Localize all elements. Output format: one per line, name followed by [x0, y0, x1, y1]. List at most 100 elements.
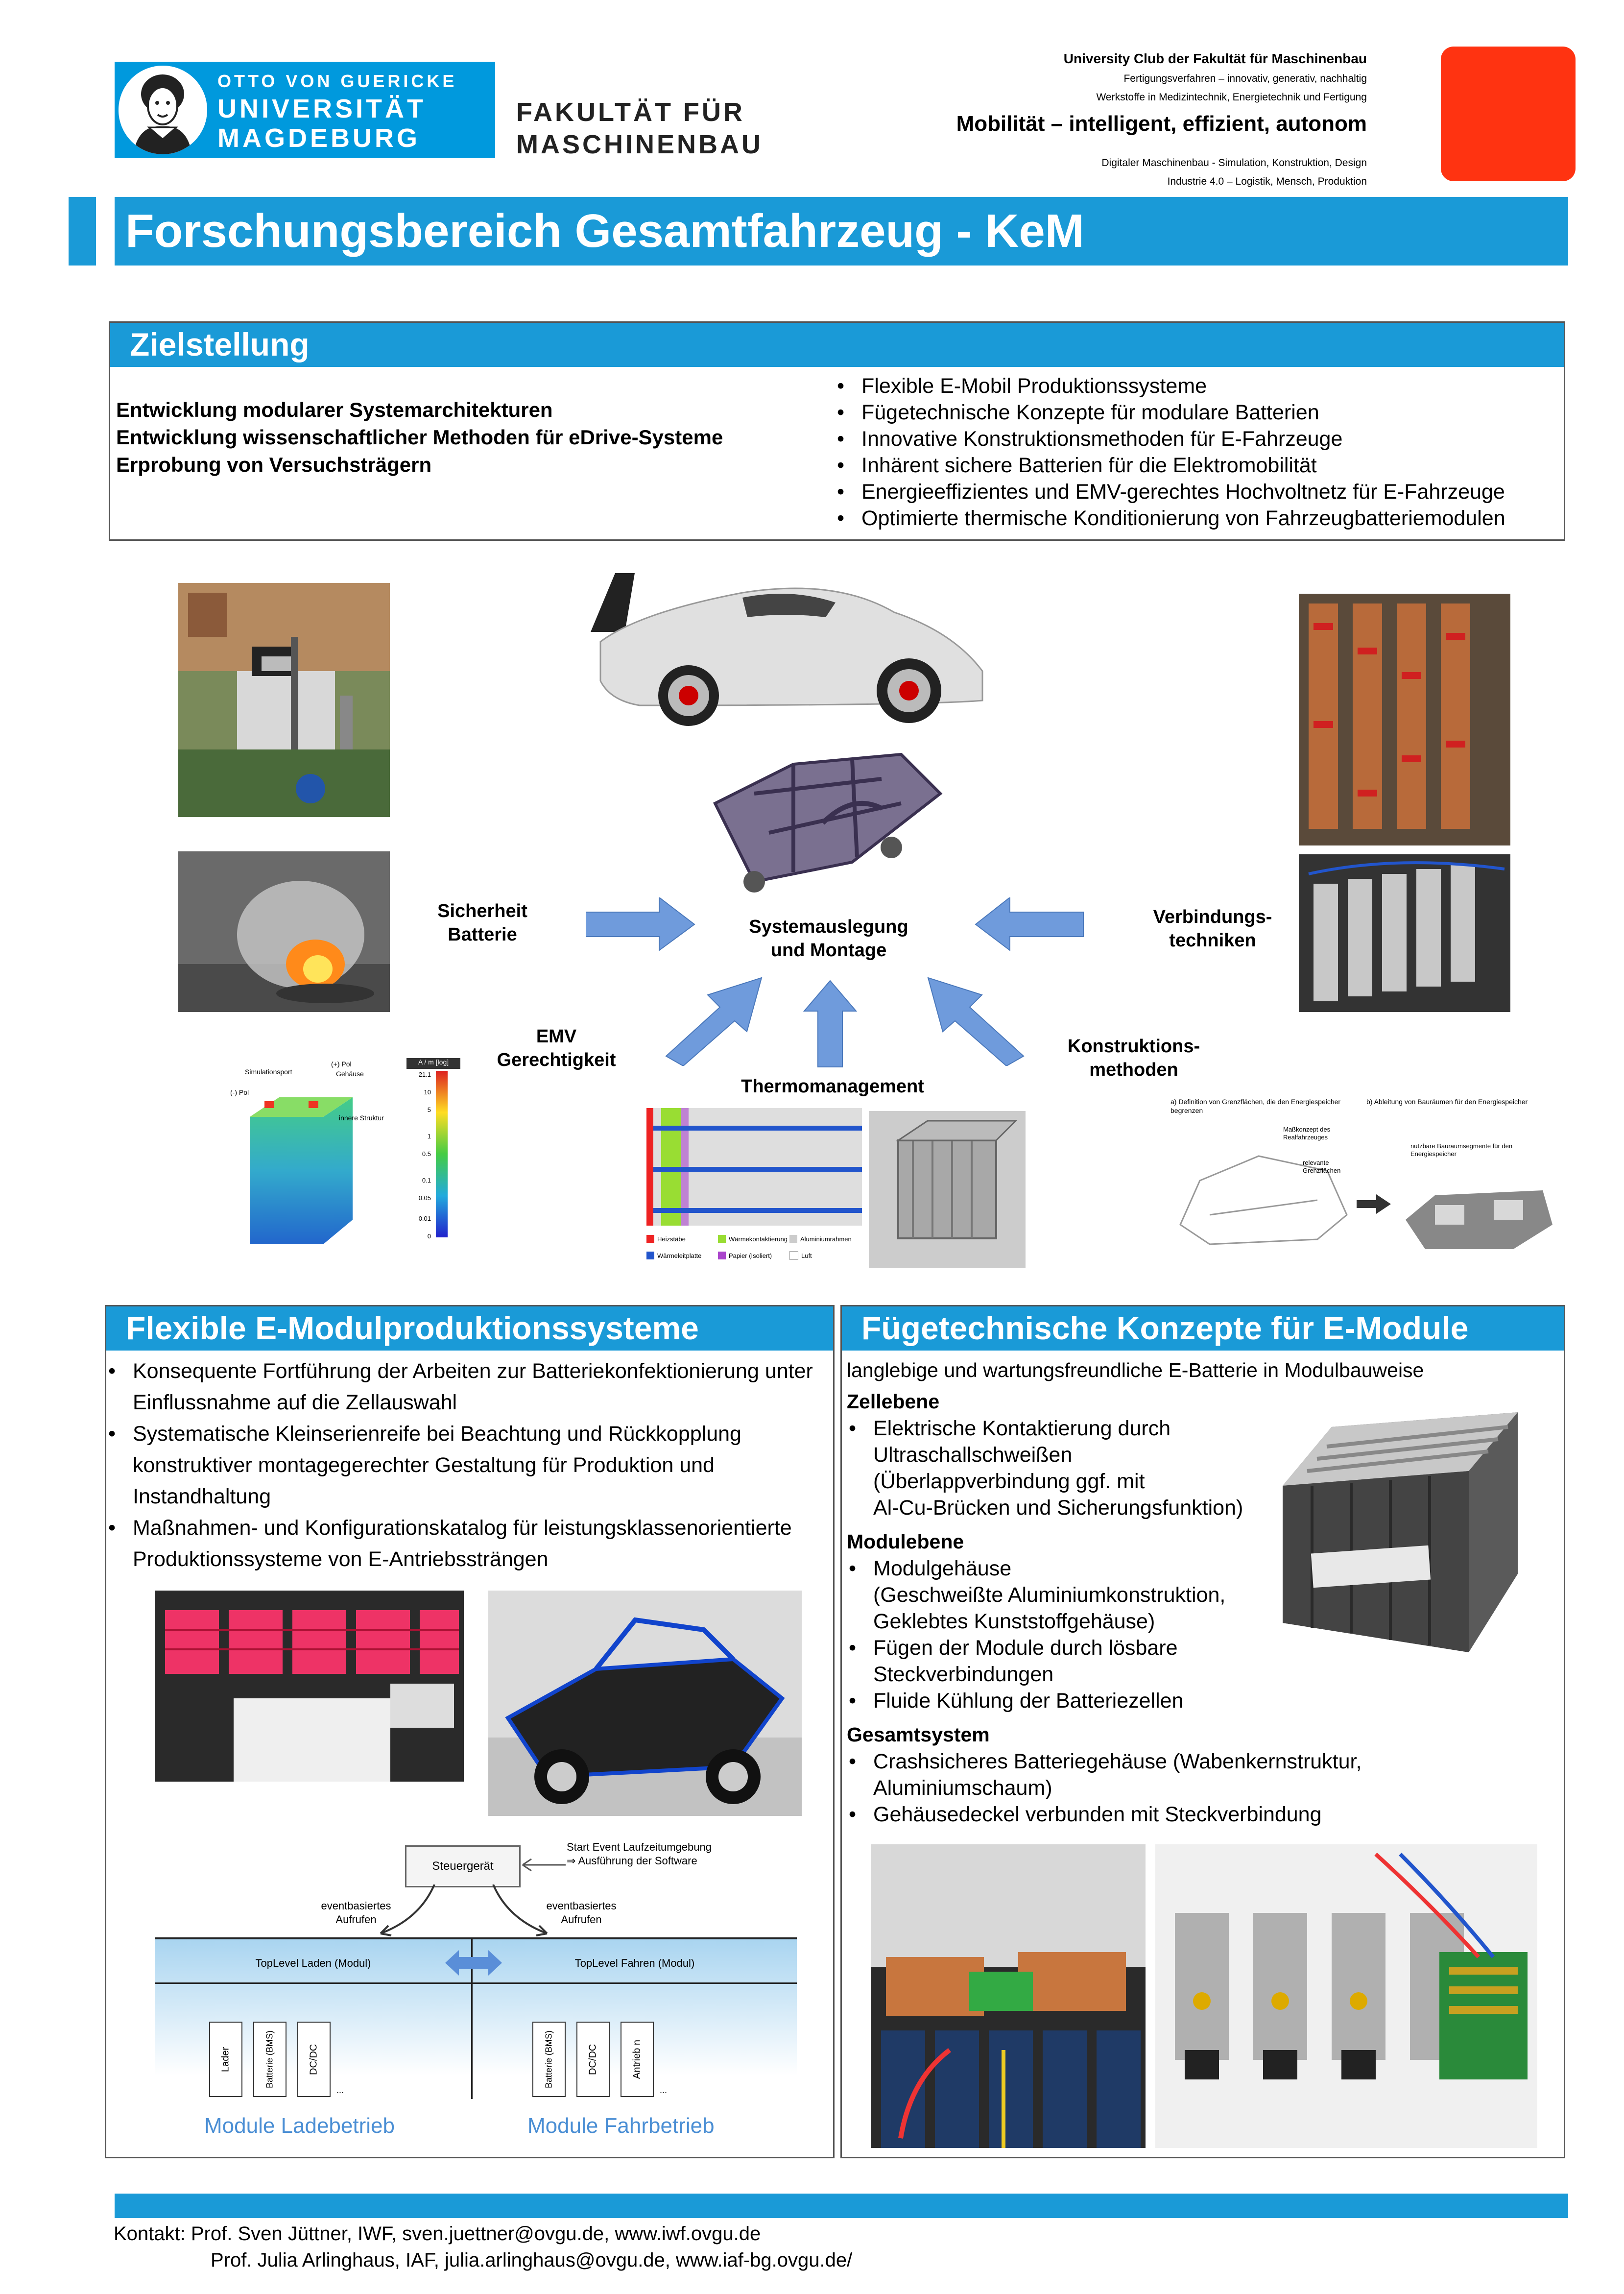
- label-sicherheit: Sicherheit Batterie: [437, 901, 527, 945]
- test-vehicle-photo: [488, 1591, 802, 1816]
- konstruktion-diagram: a) Definition von Grenzflächen, die den …: [1170, 1097, 1562, 1264]
- sim-label: Simulationsport: [245, 1068, 292, 1076]
- konstr-caption-b: b) Ableitung von Bauräumen für den Energ…: [1366, 1098, 1528, 1106]
- scale-tick: 0.05: [418, 1194, 431, 1202]
- legend-item: Papier (Isoliert): [718, 1247, 789, 1264]
- sports-car-photo: [581, 558, 1002, 730]
- fuege-groups: Zellebene Elektrische Kontaktierung durc…: [847, 1388, 1361, 1828]
- module-box: Batterie (BMS): [253, 2022, 287, 2097]
- divider: [471, 1937, 473, 2099]
- legend-item: Luft: [789, 1247, 861, 1264]
- contact-line-2: Prof. Julia Arlinghaus, IAF, julia.arlin…: [211, 2249, 853, 2271]
- scale-tick: 0.5: [422, 1150, 431, 1158]
- module-box: Batterie (BMS): [532, 2022, 566, 2097]
- module-box: DC/DC: [297, 2022, 331, 2097]
- fuege-heading: Fügetechnische Konzepte für E-Module: [842, 1306, 1564, 1351]
- arrow-up-icon: [803, 980, 857, 1067]
- ellipsis: ...: [660, 2085, 668, 2095]
- konstr-note: relevante Grenzflächen: [1303, 1159, 1341, 1174]
- divider: [155, 1982, 797, 1984]
- konstr-note: Maßkonzept des Realfahrzeuges: [1283, 1126, 1331, 1141]
- scale-tick: 10: [424, 1088, 431, 1096]
- fuege-intro: langlebige und wartungsfreundliche E-Bat…: [847, 1359, 1424, 1381]
- list-item: Inhärent sichere Batterien für die Elekt…: [835, 452, 1505, 479]
- thermo-legend: Heizstäbe Wärmekontaktierung Aluminiumra…: [646, 1231, 862, 1264]
- list-item: Fügetechnische Konzepte für modulare Bat…: [835, 399, 1505, 426]
- flexibel-bullets: Konsequente Fortführung der Arbeiten zur…: [106, 1355, 821, 1575]
- controller-box: Steuergerät: [405, 1845, 521, 1887]
- legend-item: Heizstäbe: [646, 1231, 718, 1247]
- logo-line-1: OTTO VON GUERICKE: [217, 71, 457, 91]
- goal-line: Erprobung von Versuchsträgern: [116, 453, 432, 476]
- red-square-badge: [1441, 47, 1576, 181]
- module-box: Lader: [209, 2022, 242, 2097]
- list-item: Fügen der Module durch lösbare Steckverb…: [847, 1635, 1278, 1688]
- scale-tick: 0: [427, 1232, 431, 1240]
- list-item: Systematische Kleinserienreife bei Beach…: [106, 1418, 821, 1512]
- scale-tick: 0.1: [422, 1177, 431, 1184]
- konstr-note: nutzbare Bauraumsegmente für den Energie…: [1410, 1142, 1513, 1158]
- battery-emv-simulation: Simulationsport (+) Pol Gehäuse (-) Pol …: [230, 1058, 480, 1254]
- thermo-module-photo: [869, 1111, 1026, 1268]
- list-item: Innovative Konstruktionsmethoden für E-F…: [835, 426, 1505, 452]
- flexibel-section: Flexible E-Modulproduktionssysteme Konse…: [105, 1305, 835, 2158]
- event-label-left: eventbasiertes Aufrufen: [321, 1900, 391, 1926]
- list-item: Energieeffizientes und EMV-gerechtes Hoc…: [835, 479, 1505, 505]
- arrow-right-icon: [586, 897, 695, 951]
- club-line-2: Werkstoffe in Medizintechnik, Energietec…: [1096, 92, 1367, 103]
- list-item: Konsequente Fortführung der Arbeiten zur…: [106, 1355, 821, 1418]
- group-title: Gesamtsystem: [847, 1723, 990, 1746]
- konstr-caption-a: a) Definition von Grenzflächen, die den …: [1170, 1098, 1341, 1114]
- toplevel-left-label: TopLevel Laden (Modul): [255, 1957, 371, 1969]
- scale-ticks: 21.1 10 5 1 0.5 0.1 0.05 0.01 0: [411, 1071, 431, 1242]
- label-emv: EMV Gerechtigkeit: [497, 1026, 616, 1070]
- sim-label: Gehäuse: [336, 1070, 364, 1078]
- arrow-up-left-icon: [927, 977, 1025, 1066]
- page-title: Forschungsbereich Gesamtfahrzeug - KeM: [125, 205, 1084, 257]
- club-line-3: Digitaler Maschinenbau - Simulation, Kon…: [1101, 157, 1367, 169]
- logo-line-2: UNIVERSITÄT: [217, 94, 427, 123]
- label-konstruktionsmethoden: Konstruktions- methoden: [1067, 1036, 1200, 1080]
- list-item: Gehäusedeckel verbunden mit Steckverbind…: [847, 1801, 1434, 1828]
- test-rig-photo: [178, 583, 390, 817]
- caption-fahrbetrieb: Module Fahrbetrieb: [527, 2114, 715, 2138]
- group-title: Modulebene: [847, 1530, 964, 1553]
- legend-item: Wärmekontaktierung: [718, 1231, 789, 1247]
- module-box: Antrieb n: [621, 2022, 654, 2097]
- group-title: Zellebene: [847, 1390, 940, 1413]
- group-list: Elektrische Kontaktierung durch Ultrasch…: [847, 1415, 1278, 1521]
- footer-bar: [115, 2194, 1568, 2218]
- club-line-1: Fertigungsverfahren – innovativ, generat…: [1123, 73, 1367, 84]
- faculty-name-line-1: FAKULTÄT FÜR: [516, 97, 745, 127]
- thermo-cross-section: Heizstäbe Wärmekontaktierung Aluminiumra…: [646, 1108, 862, 1268]
- software-flow-diagram: Steuergerät Start Event Laufzeitumgebung…: [155, 1826, 812, 2149]
- divider: [155, 1937, 797, 1939]
- flexibel-heading: Flexible E-Modulproduktionssysteme: [106, 1306, 833, 1351]
- scale-tick: 5: [427, 1106, 431, 1113]
- sim-label: (+) Pol: [331, 1060, 352, 1068]
- goal-line: Entwicklung wissenschaftlicher Methoden …: [116, 426, 723, 449]
- zielstellung-heading: Zielstellung: [110, 323, 1564, 367]
- scale-title: A / m [log]: [406, 1058, 460, 1069]
- sim-label: innere Struktur: [339, 1114, 384, 1122]
- label-thermomanagement: Thermomanagement: [741, 1076, 924, 1097]
- scale-tick: 1: [427, 1133, 431, 1140]
- battery-module-photo: [1273, 1398, 1528, 1670]
- logo-line-3: MAGDEBURG: [217, 123, 420, 153]
- zielstellung-section: Zielstellung Entwicklung modularer Syste…: [109, 321, 1565, 541]
- scale-tick: 21.1: [418, 1071, 431, 1078]
- list-item: Fluide Kühlung der Batteriezellen: [847, 1688, 1278, 1714]
- list-item: Modulgehäuse (Geschweißte Aluminiumkonst…: [847, 1555, 1278, 1635]
- label-systemauslegung: Systemauslegung und Montage: [749, 917, 908, 961]
- group-list: Modulgehäuse (Geschweißte Aluminiumkonst…: [847, 1555, 1278, 1714]
- arrow-up-right-icon: [665, 977, 763, 1066]
- cell-production-photo: [155, 1591, 464, 1782]
- zielstellung-bullets: Flexible E-Mobil Produktionssysteme Füge…: [835, 373, 1505, 531]
- module-box: DC/DC: [576, 2022, 610, 2097]
- ellipsis: ...: [336, 2085, 344, 2095]
- legend-item: Wärmeleitplatte: [646, 1247, 718, 1264]
- club-title: University Club der Fakultät für Maschin…: [1063, 51, 1367, 66]
- start-event-label: Start Event Laufzeitumgebung ⇒ Ausführun…: [567, 1841, 712, 1867]
- fuege-section: Fügetechnische Konzepte für E-Module lan…: [840, 1305, 1565, 2158]
- arrow-left-icon: [975, 897, 1084, 951]
